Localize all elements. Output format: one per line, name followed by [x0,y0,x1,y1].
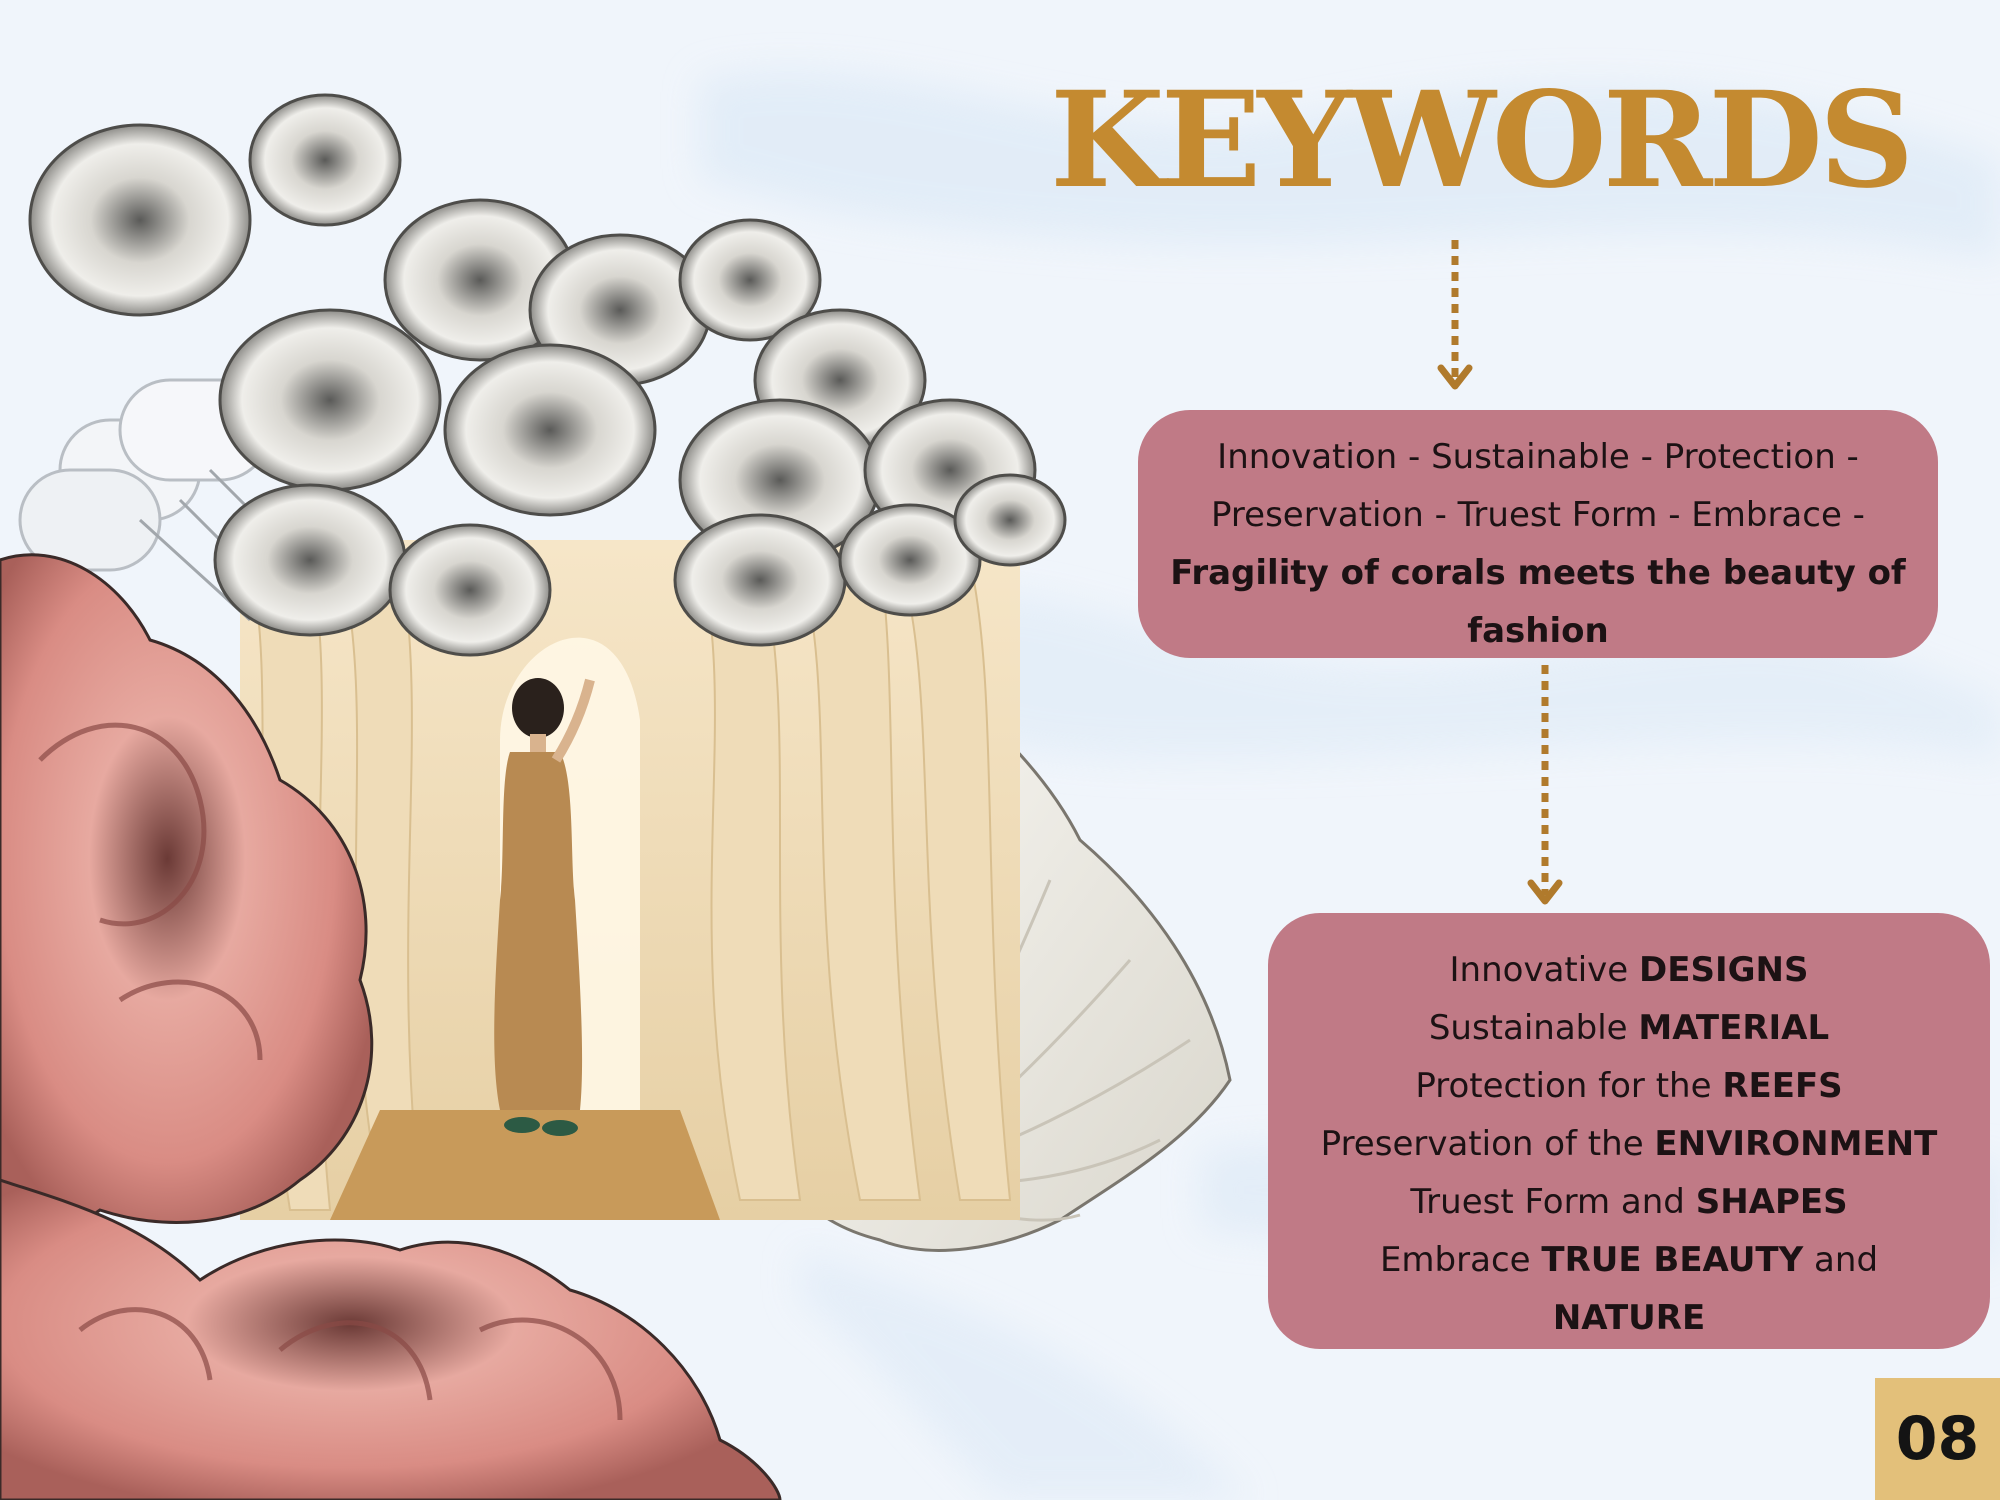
page-title: KEYWORDS [1050,63,1914,218]
paper-sculpture-photo [240,540,1020,1220]
arrow-down-icon [1437,240,1473,390]
detail-line: Sustainable MATERIAL [1428,1008,1830,1048]
keywords-summary-box: Innovation - Sustainable - Protection - … [1138,410,1938,658]
detail-line: Preservation of the ENVIRONMENT [1320,1124,1938,1164]
keywords-detail-box: Innovative DESIGNS Sustainable MATERIAL … [1268,913,1990,1349]
glass-tubes-image [18,378,302,622]
keywords-line: fashion [1467,611,1609,651]
grey-coral-image [28,93,1067,657]
keywords-line: Fragility of corals meets the beauty of [1170,553,1906,593]
pink-coral-image [0,553,782,1500]
coral-collage-artwork [0,93,1232,1500]
detail-line: Truest Form and SHAPES [1410,1182,1848,1222]
keywords-line: Innovation - Sustainable - Protection - [1217,437,1859,477]
detail-line: NATURE [1552,1298,1706,1338]
detail-line: Innovative DESIGNS [1449,950,1809,990]
arrow-down-icon [1527,665,1563,905]
detail-line: Protection for the REEFS [1415,1066,1843,1106]
keywords-line: Preservation - Truest Form - Embrace - [1211,495,1865,535]
page-number-badge: 08 [1875,1378,2000,1500]
page-number: 08 [1895,1404,1980,1474]
detail-line: Embrace TRUE BEAUTY and [1379,1240,1879,1280]
